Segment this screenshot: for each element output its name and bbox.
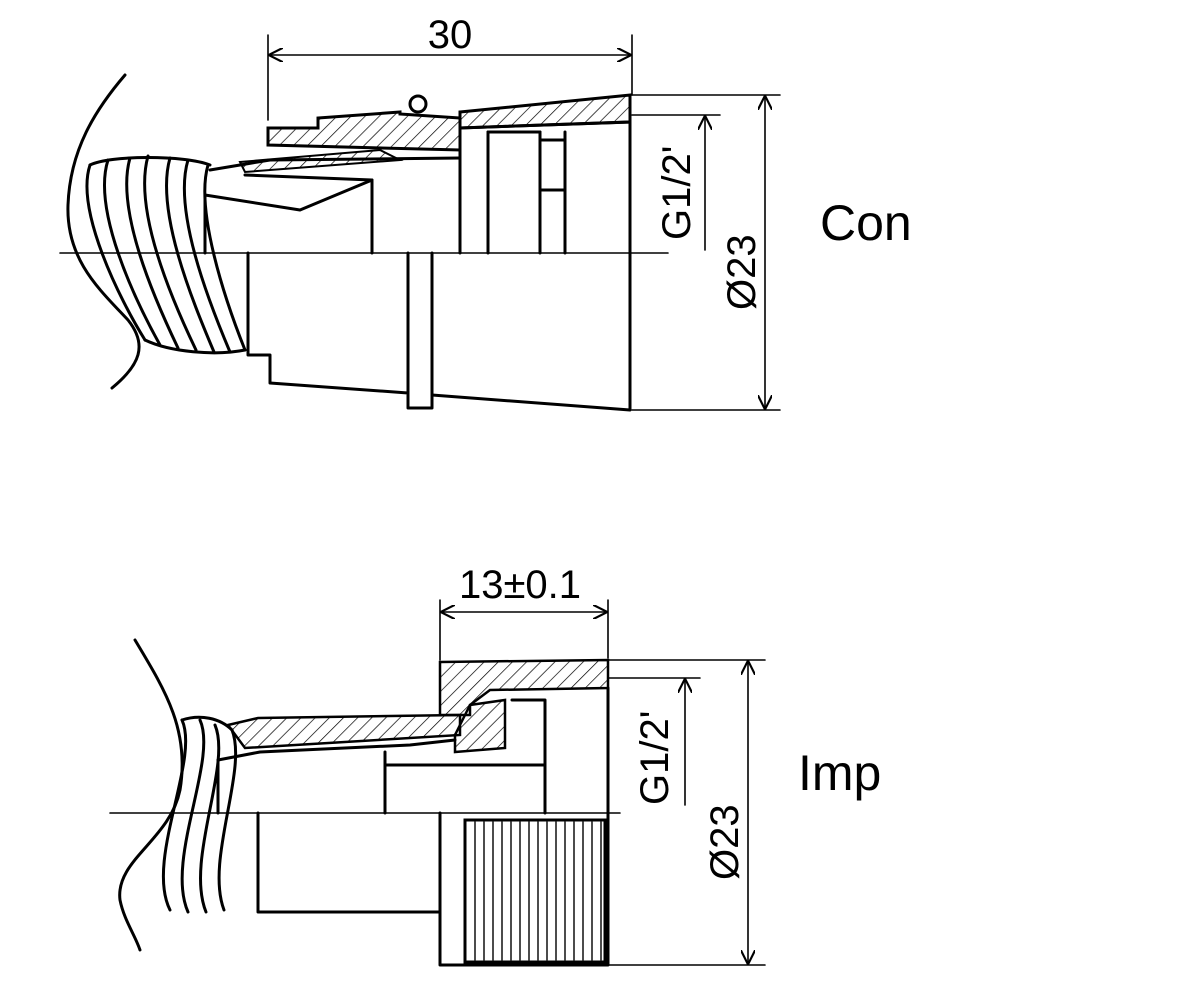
imp-length-label: 13±0.1: [459, 563, 581, 607]
con-diameter-label: Ø23: [720, 234, 764, 310]
con-nut-hatch: [266, 110, 462, 152]
imp-hose-outline: [118, 638, 184, 952]
imp-thread-label: G1/2': [633, 711, 677, 805]
imp-label: Imp: [798, 745, 881, 801]
con-body-lower: [246, 251, 632, 412]
imp-thread-dimension: G1/2': [607, 677, 701, 806]
imp-knurled-nut: [463, 818, 607, 964]
con-hose-corrugations: [85, 154, 247, 355]
imp-length-dimension: 13±0.1: [439, 563, 609, 661]
con-o-ring: [408, 94, 428, 114]
con-fitting-drawing: 30 G1/2' Ø23 Con: [59, 13, 912, 412]
imp-fitting-drawing: 13±0.1 G1/2' Ø23 Imp: [109, 563, 881, 967]
con-thread-dimension: G1/2': [631, 114, 721, 251]
con-label: Con: [820, 195, 912, 251]
imp-hose-corrugations: [161, 715, 238, 914]
con-length-label: 30: [428, 13, 473, 57]
imp-diameter-label: Ø23: [703, 804, 747, 880]
con-hose-outline: [66, 73, 141, 390]
imp-diameter-dimension: Ø23: [607, 659, 766, 966]
imp-body-lower: [256, 811, 610, 967]
con-diameter-dimension: Ø23: [631, 94, 781, 411]
con-thread-label: G1/2': [655, 146, 699, 240]
con-length-dimension: 30: [267, 13, 633, 121]
